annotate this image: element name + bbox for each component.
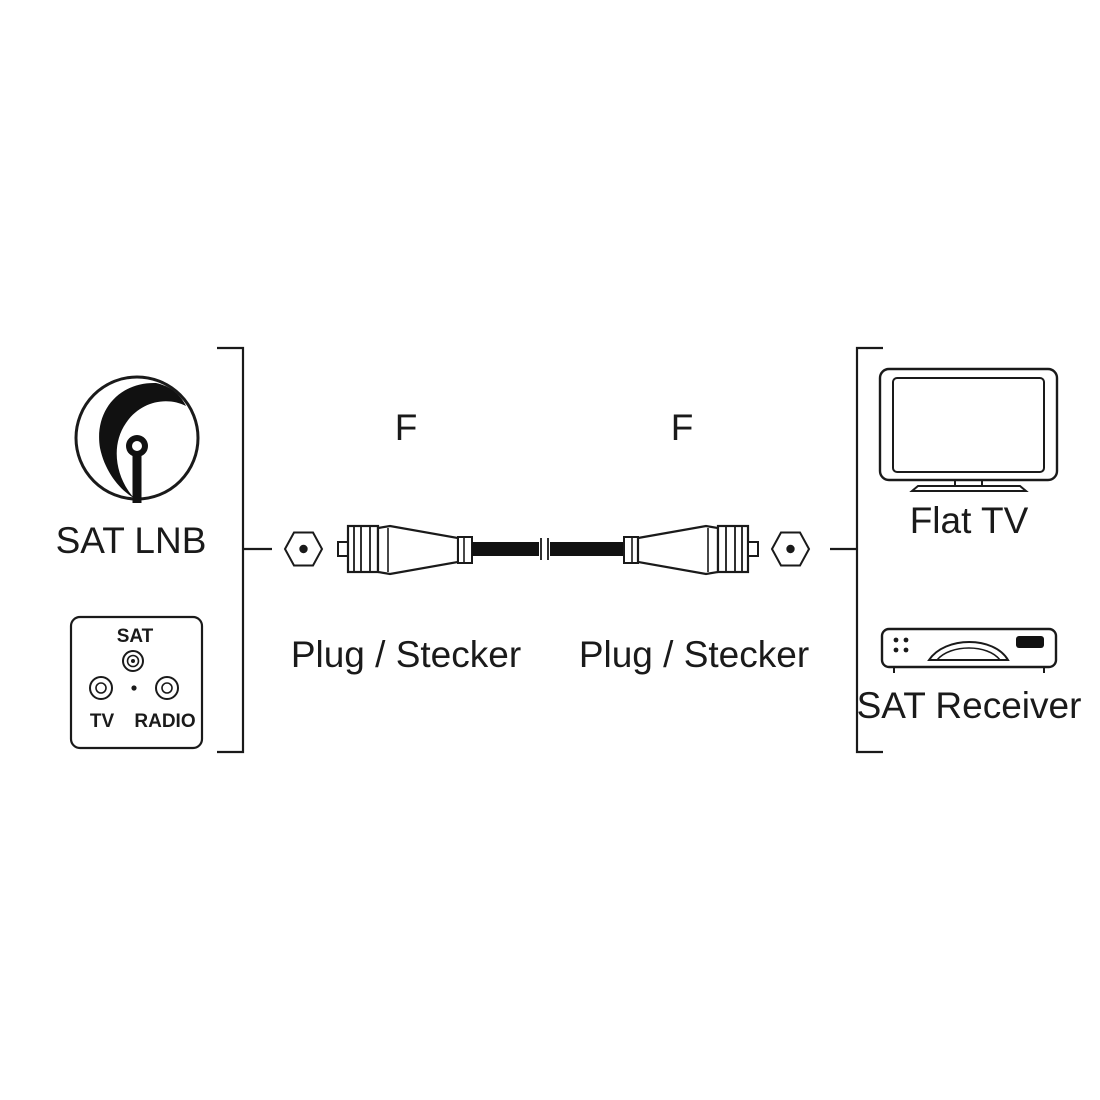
- right-connector-type-label: F: [671, 407, 694, 448]
- flat-tv-label: Flat TV: [910, 500, 1029, 541]
- antenna-wallplate: SAT TV RADIO: [69, 615, 204, 750]
- sat-socket-icon: [122, 650, 144, 672]
- wallplate-sat-label: SAT: [117, 626, 154, 647]
- tv-socket-icon: [89, 676, 113, 700]
- left-connector-end-icon: [283, 531, 324, 567]
- wallplate-tv-label: TV: [90, 711, 115, 732]
- right-plug-label: Plug / Stecker: [579, 634, 809, 675]
- sat-lnb-label: SAT LNB: [56, 520, 207, 561]
- sat-receiver-label: SAT Receiver: [857, 685, 1082, 726]
- right-bracket: [830, 346, 883, 754]
- flat-tv-icon: [878, 367, 1059, 492]
- coax-cable: [472, 538, 624, 560]
- wallplate-radio-label: RADIO: [134, 711, 195, 732]
- left-bracket: [217, 346, 272, 754]
- wallplate-center-dot: [131, 685, 137, 691]
- radio-socket-icon: [155, 676, 179, 700]
- sat-receiver-icon: [880, 627, 1058, 673]
- left-f-plug-icon: [337, 524, 473, 576]
- left-plug-label: Plug / Stecker: [291, 634, 521, 675]
- left-connector-type-label: F: [395, 407, 418, 448]
- right-f-plug-icon: [623, 524, 759, 576]
- satellite-dish-icon: [74, 375, 200, 503]
- right-connector-end-icon: [770, 531, 811, 567]
